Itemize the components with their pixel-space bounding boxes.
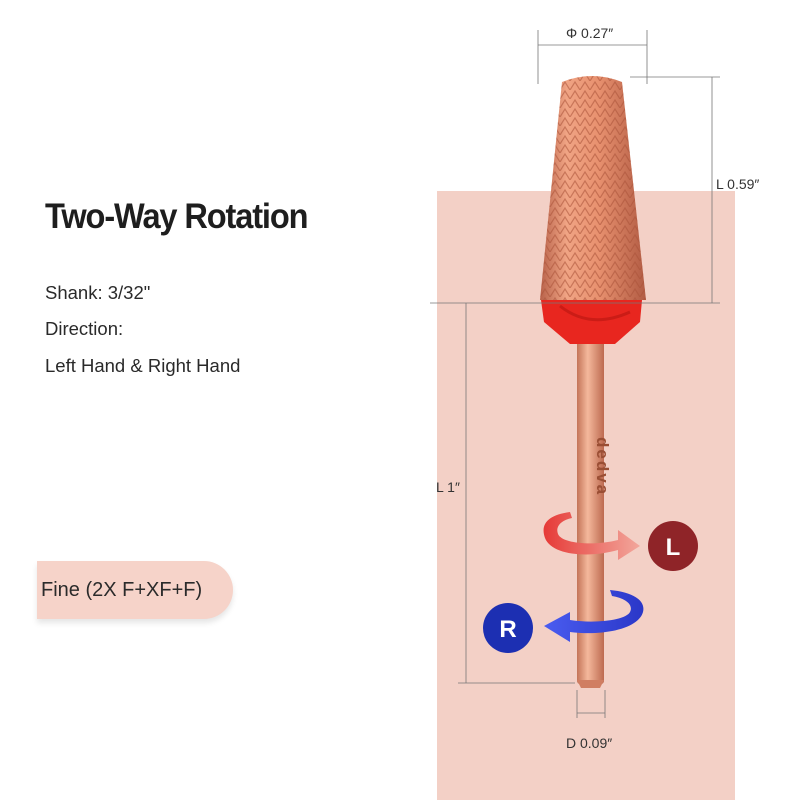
bit-shank: [577, 330, 604, 684]
grit-tag: Fine (2X F+XF+F): [37, 561, 233, 619]
total-length-label: L 1″: [436, 479, 460, 495]
right-rotation-arrow: [544, 590, 644, 642]
bit-collar: [541, 300, 642, 344]
left-badge-label: L: [666, 534, 681, 561]
shank-spec: Shank: 3/32": [45, 282, 151, 303]
right-badge: [483, 603, 533, 653]
brand-engraving: dedva: [593, 437, 612, 496]
dimension-lines: [430, 30, 720, 718]
shank-diameter-label: D 0.09″: [566, 735, 612, 751]
head-length-label: L 0.59″: [716, 176, 759, 192]
left-badge: [648, 521, 698, 571]
page-title: Two-Way Rotation: [45, 197, 309, 236]
direction-label: Direction:: [45, 318, 124, 339]
bit-tip: [577, 680, 604, 688]
direction-value: Left Hand & Right Hand: [45, 355, 241, 376]
left-rotation-arrow: [543, 512, 640, 560]
grit-label: Fine (2X F+XF+F): [41, 578, 203, 601]
head-diameter-label: Φ 0.27″: [566, 25, 613, 41]
right-badge-label: R: [499, 616, 516, 643]
